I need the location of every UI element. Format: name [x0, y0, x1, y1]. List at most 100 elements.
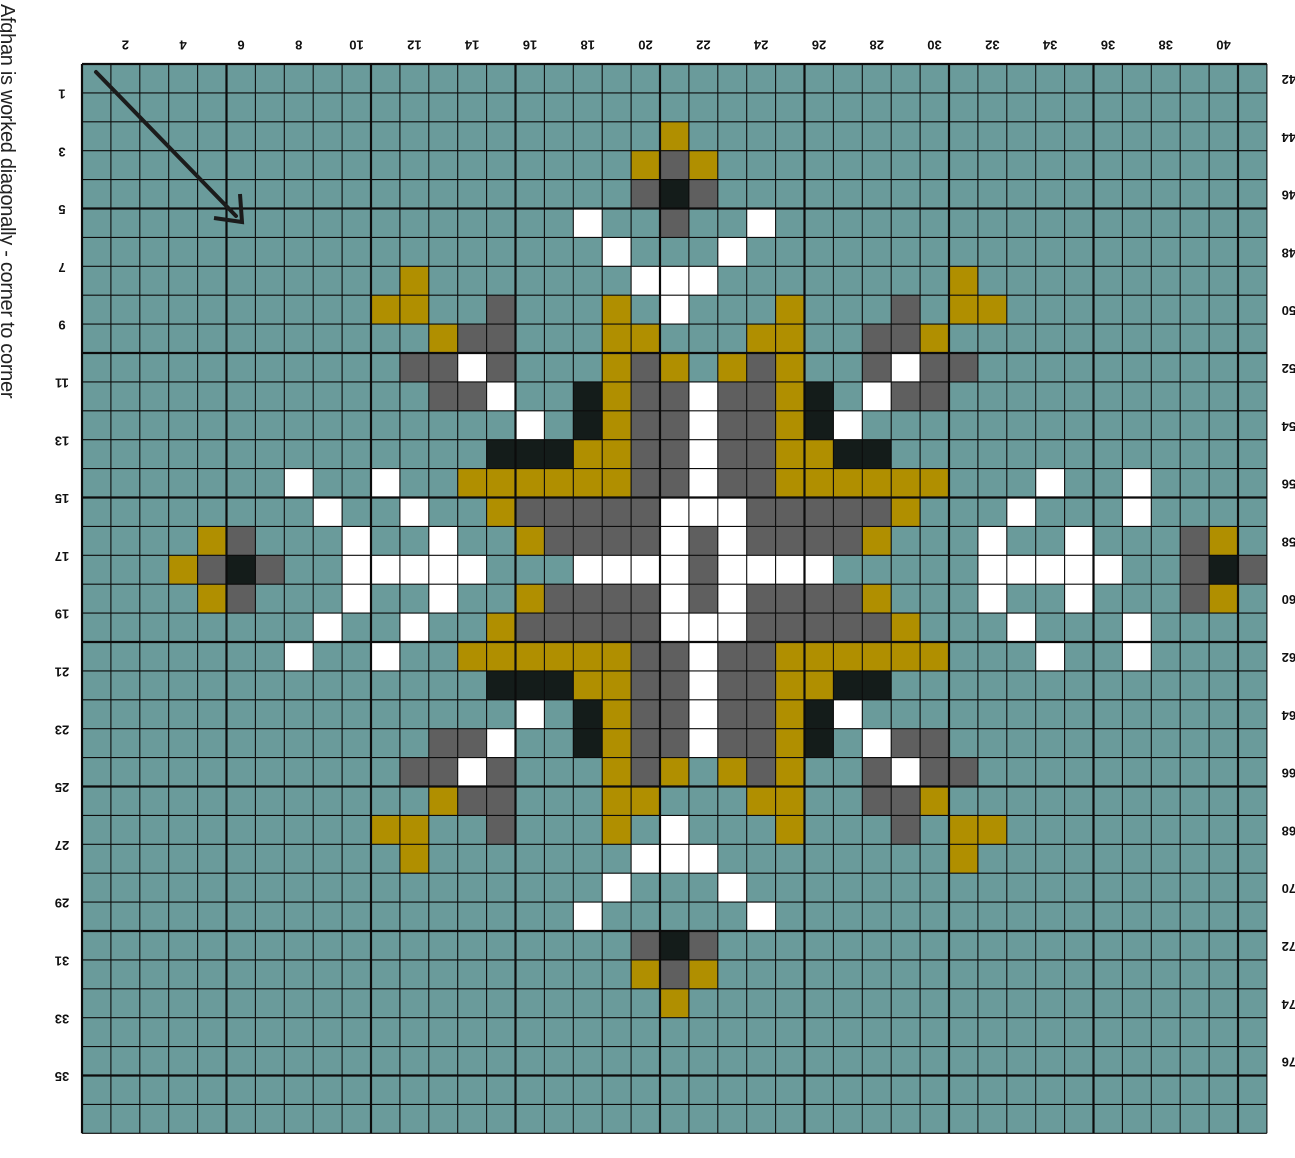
stitch-cell [573, 902, 602, 931]
stitch-cell [573, 382, 602, 411]
stitch-cell [429, 353, 458, 382]
stitch-cell [516, 440, 545, 469]
stitch-cell [949, 815, 978, 844]
stitch-cell [891, 469, 920, 498]
stitch-cell [776, 613, 805, 642]
stitch-cell [573, 671, 602, 700]
stitch-cell [631, 613, 660, 642]
stitch-cell [776, 353, 805, 382]
row-label-right: 66 [1282, 766, 1295, 781]
stitch-cell [400, 498, 429, 527]
stitch-cell [573, 700, 602, 729]
stitch-cell [1180, 526, 1209, 555]
stitch-cell [487, 729, 516, 758]
stitch-cell [371, 555, 400, 584]
stitch-cell [747, 411, 776, 440]
stitch-cell [747, 787, 776, 816]
column-label-top: 32 [985, 38, 999, 53]
stitch-cell [631, 700, 660, 729]
stitch-cell [660, 960, 689, 989]
stitch-cell [660, 266, 689, 295]
stitch-cell [776, 324, 805, 353]
row-label-right: 42 [1282, 72, 1295, 87]
stitch-cell [747, 642, 776, 671]
stitch-cell [660, 555, 689, 584]
stitch-cell [516, 498, 545, 527]
stitch-cell [776, 787, 805, 816]
stitch-cell [747, 209, 776, 238]
stitch-cell [487, 382, 516, 411]
stitch-cell [458, 642, 487, 671]
stitch-cell [458, 729, 487, 758]
row-label-left: 9 [58, 318, 65, 333]
stitch-cell [227, 526, 256, 555]
stitch-cell [631, 353, 660, 382]
stitch-cell [776, 584, 805, 613]
stitch-cell [776, 729, 805, 758]
stitch-cell [978, 295, 1007, 324]
stitch-cell [371, 642, 400, 671]
stitch-cell [833, 526, 862, 555]
stitch-cell [602, 498, 631, 527]
stitch-cell [718, 469, 747, 498]
stitch-cell [747, 758, 776, 787]
stitch-cell [1065, 584, 1094, 613]
stitch-cell [718, 382, 747, 411]
stitch-cell [718, 440, 747, 469]
stitch-cell [891, 498, 920, 527]
stitch-cell [516, 700, 545, 729]
stitch-cell [805, 555, 834, 584]
stitch-cell [400, 844, 429, 873]
stitch-cell [689, 700, 718, 729]
stitch-cell [631, 931, 660, 960]
stitch-cell [689, 180, 718, 209]
stitch-cell [689, 382, 718, 411]
stitch-cell [660, 642, 689, 671]
column-label-top: 8 [295, 38, 302, 53]
stitch-cell [1122, 613, 1151, 642]
column-label-top: 18 [581, 38, 595, 53]
stitch-cell [891, 787, 920, 816]
stitch-cell [602, 295, 631, 324]
stitch-cell [862, 758, 891, 787]
stitch-cell [516, 411, 545, 440]
stitch-cell [776, 526, 805, 555]
stitch-cell [718, 613, 747, 642]
stitch-cell [805, 642, 834, 671]
stitch-cell [689, 584, 718, 613]
stitch-cell [400, 266, 429, 295]
stitch-cell [920, 642, 949, 671]
stitch-cell [718, 237, 747, 266]
stitch-cell [227, 555, 256, 584]
stitch-cell [516, 642, 545, 671]
stitch-cell [891, 642, 920, 671]
stitch-cell [862, 469, 891, 498]
stitch-cell [631, 180, 660, 209]
stitch-cell [833, 613, 862, 642]
row-label-left: 17 [55, 549, 69, 564]
column-label-top: 26 [812, 38, 826, 53]
stitch-cell [631, 324, 660, 353]
stitch-cell [1180, 584, 1209, 613]
stitch-cell [631, 729, 660, 758]
stitch-cell [747, 700, 776, 729]
stitch-cell [776, 642, 805, 671]
stitch-cell [544, 469, 573, 498]
stitch-cell [776, 758, 805, 787]
stitch-cell [660, 844, 689, 873]
column-label-top: 4 [179, 38, 187, 53]
stitch-cell [1180, 555, 1209, 584]
stitch-cell [660, 382, 689, 411]
stitch-cell [602, 787, 631, 816]
stitch-cell [284, 642, 313, 671]
stitch-cell [544, 584, 573, 613]
stitch-cell [631, 469, 660, 498]
stitch-cell [718, 411, 747, 440]
stitch-cell [1007, 613, 1036, 642]
stitch-cell [573, 526, 602, 555]
stitch-cell [747, 324, 776, 353]
stitch-cell [284, 469, 313, 498]
stitch-cell [631, 960, 660, 989]
stitch-cell [602, 324, 631, 353]
